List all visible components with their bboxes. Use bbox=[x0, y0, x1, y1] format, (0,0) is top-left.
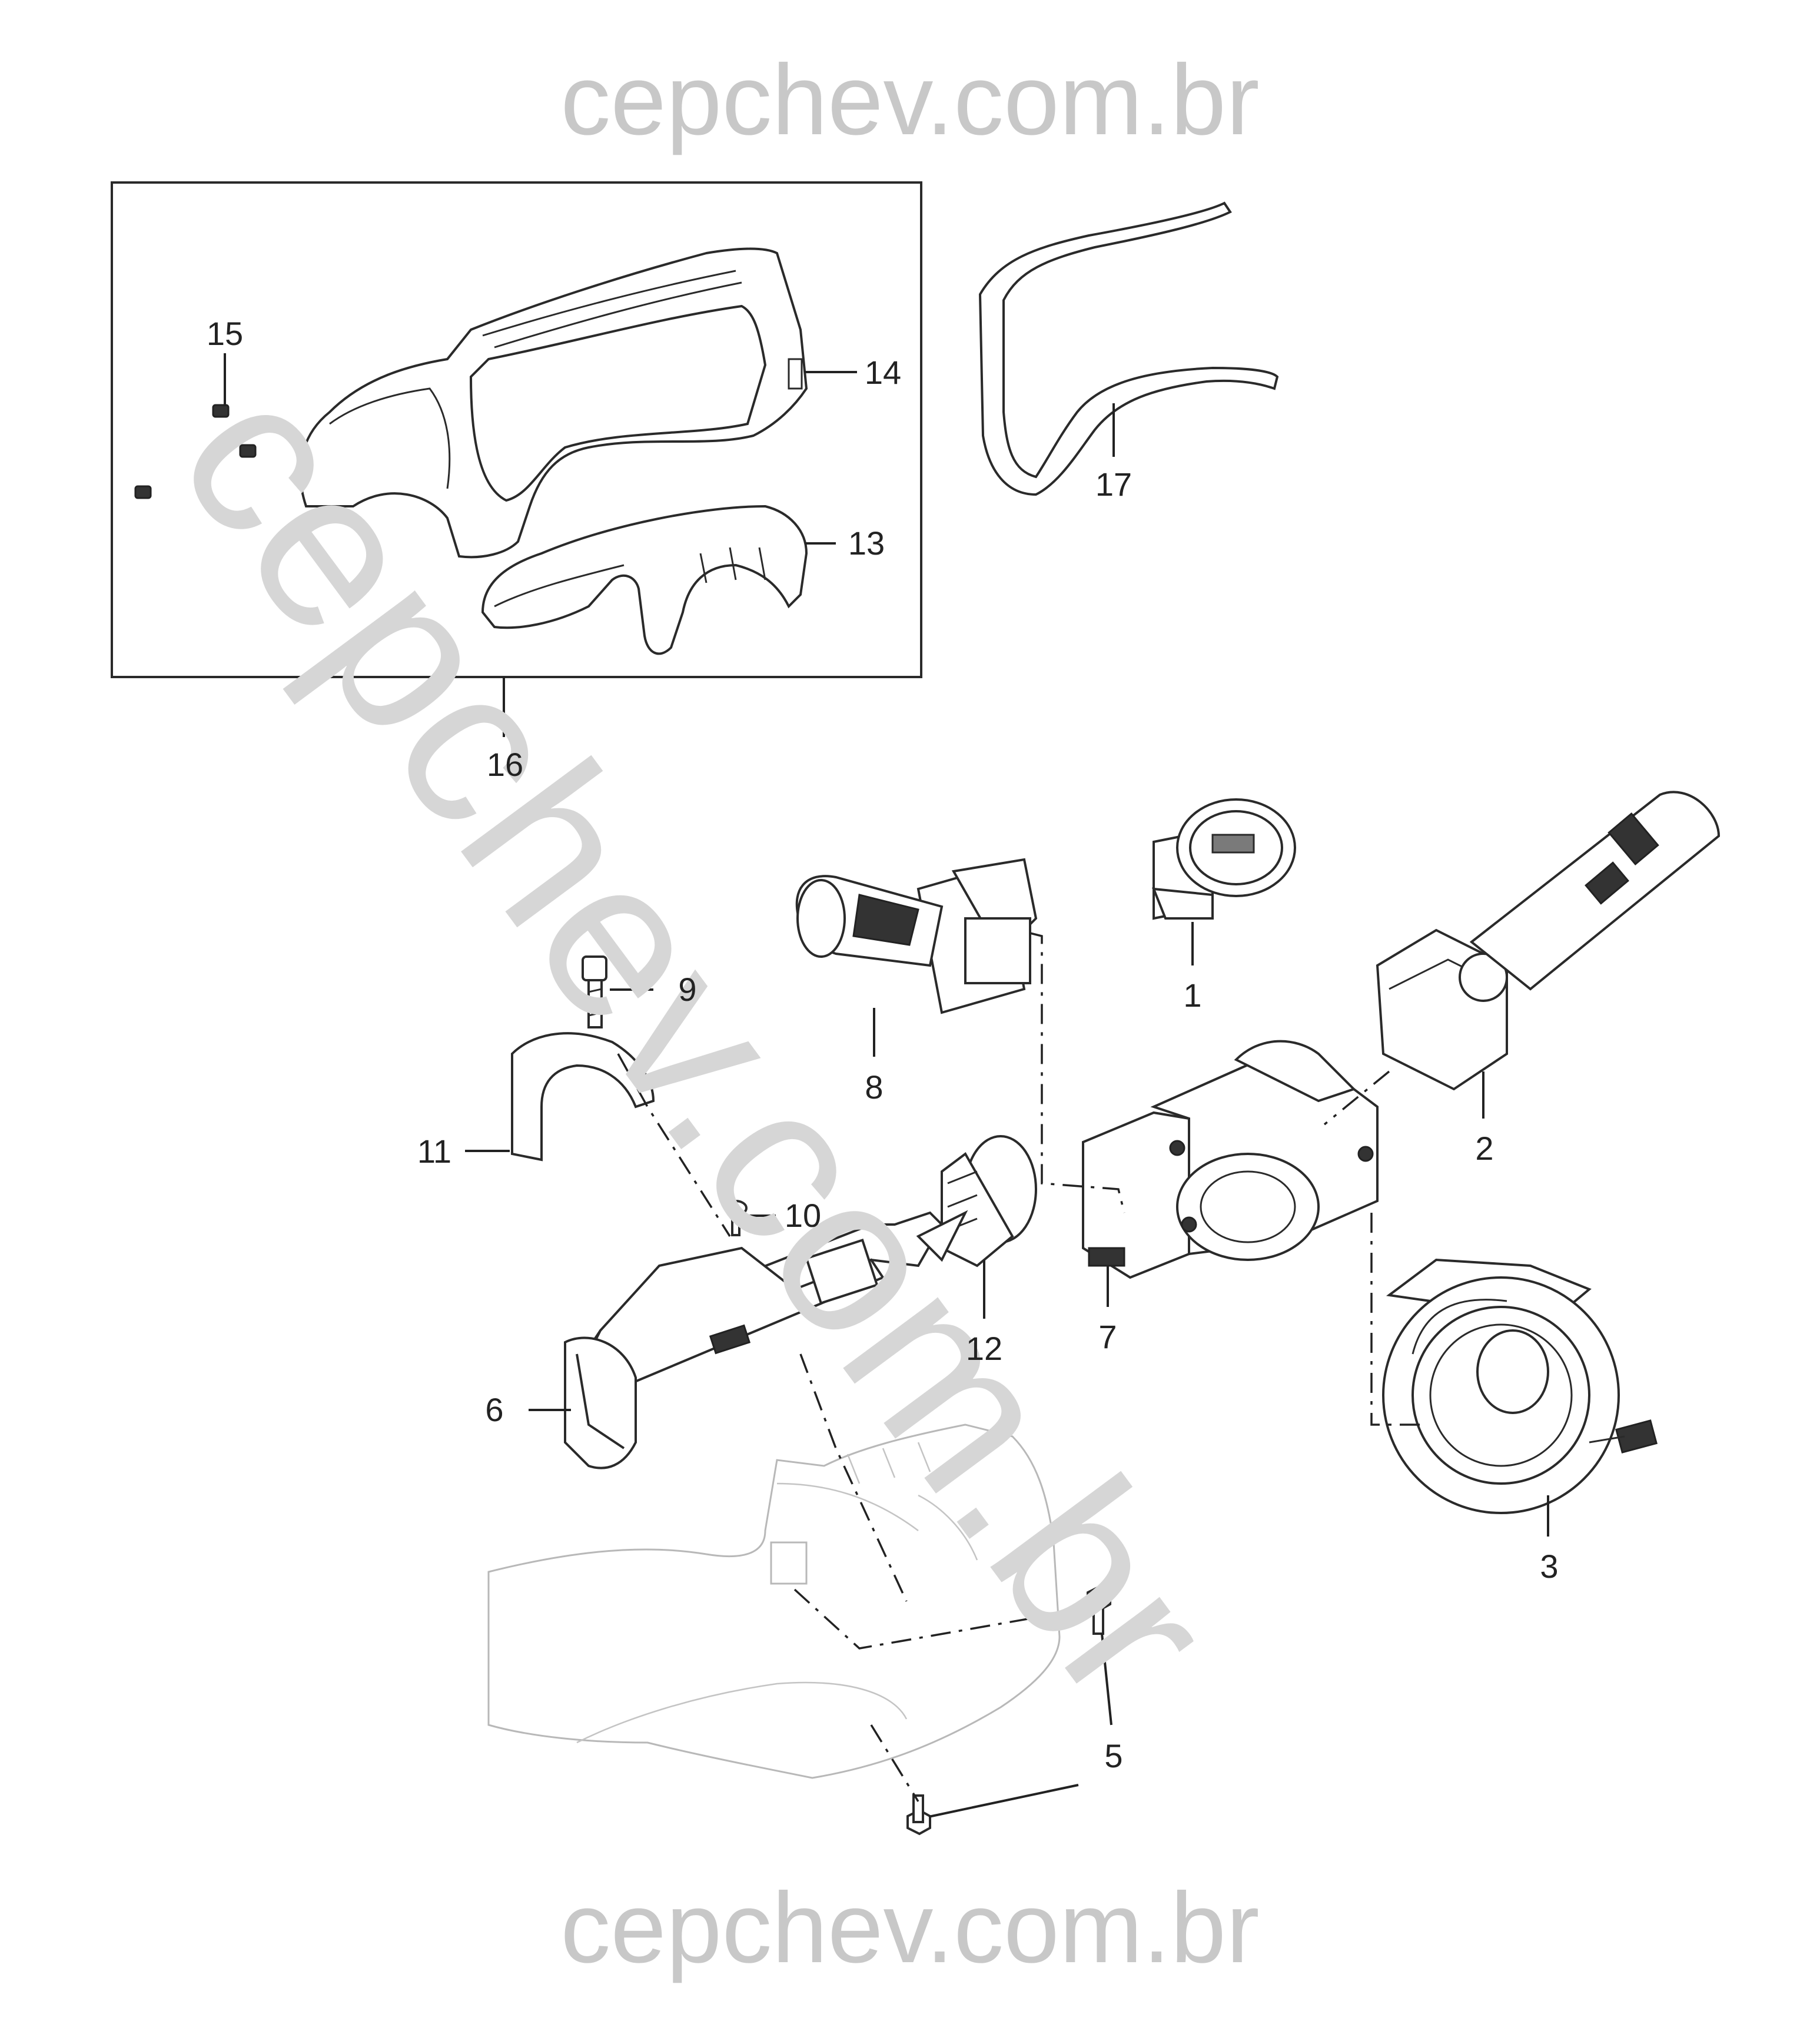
callout-8: 8 bbox=[865, 1069, 883, 1106]
callout-11: 11 bbox=[417, 1133, 451, 1170]
part-12-ring bbox=[941, 1135, 1037, 1267]
callout-12: 12 bbox=[966, 1330, 1002, 1367]
callout-2: 2 bbox=[1475, 1130, 1493, 1167]
assembly-dash-lines bbox=[617, 932, 1424, 1802]
callout-17: 17 bbox=[1095, 466, 1132, 503]
callout-13: 13 bbox=[848, 525, 885, 562]
callout-10: 10 bbox=[785, 1197, 821, 1234]
callout-16: 16 bbox=[487, 746, 523, 783]
watermark-top: cepchev.com.br bbox=[560, 44, 1260, 156]
part-2-lever-switch bbox=[1376, 791, 1721, 1091]
part-6-column-lock bbox=[564, 1210, 968, 1469]
part-3-clock-spring bbox=[1382, 1258, 1658, 1514]
ghost-lower-shroud bbox=[487, 1424, 1061, 1779]
callout-5: 5 bbox=[1104, 1737, 1122, 1774]
part-13-upper-cover bbox=[481, 505, 808, 655]
part-7-switch-housing bbox=[1082, 1040, 1379, 1279]
part-5-bolts bbox=[906, 1585, 1111, 1836]
watermark-bottom: cepchev.com.br bbox=[560, 1872, 1260, 1984]
leader-lines bbox=[224, 353, 1549, 1818]
callout-3: 3 bbox=[1540, 1548, 1558, 1585]
part-14-cluster-bezel bbox=[299, 247, 808, 559]
inset-frame bbox=[111, 181, 922, 678]
callout-6: 6 bbox=[485, 1391, 503, 1428]
part-11-cover bbox=[511, 1032, 655, 1162]
part-9-bolt bbox=[582, 955, 607, 1028]
callout-7: 7 bbox=[1098, 1318, 1117, 1355]
part-17-trim-strip bbox=[978, 201, 1279, 496]
part-1-start-button bbox=[1151, 798, 1296, 920]
callout-9: 9 bbox=[678, 971, 696, 1008]
callout-labels: 1 2 3 5 6 7 8 9 10 11 12 13 14 15 16 17 bbox=[207, 315, 1559, 1774]
callout-1: 1 bbox=[1183, 977, 1201, 1014]
part-8-headlamp-lever bbox=[795, 858, 1038, 1014]
callout-14: 14 bbox=[865, 354, 901, 391]
callout-15: 15 bbox=[207, 315, 243, 352]
part-10-screw bbox=[724, 1200, 748, 1236]
part-15-clips bbox=[134, 404, 257, 499]
